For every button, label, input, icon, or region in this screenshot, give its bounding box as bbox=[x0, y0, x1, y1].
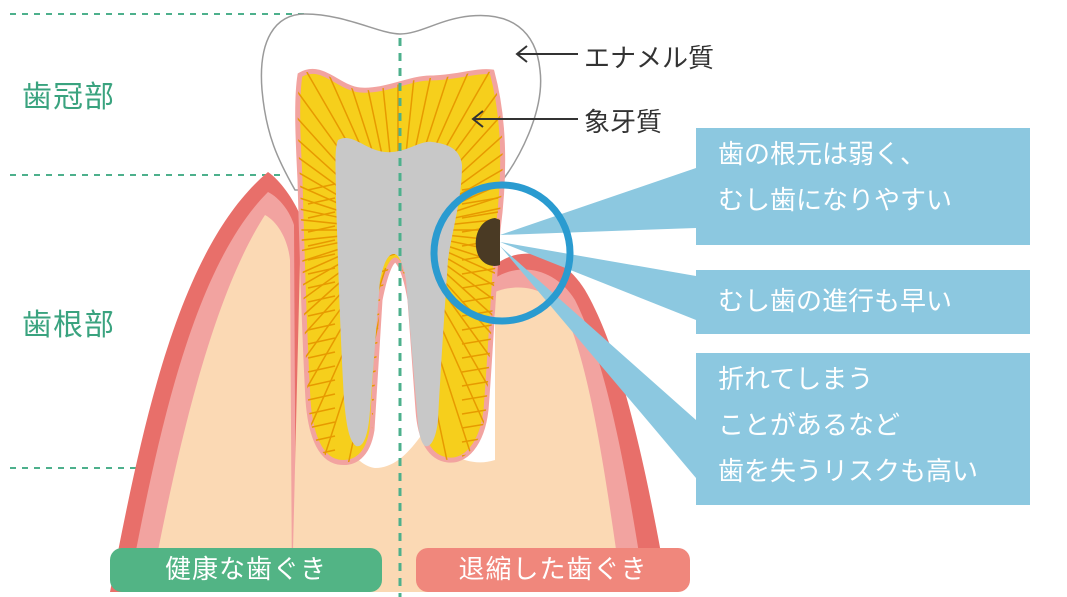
callout-weak-root: 歯の根元は弱く、 むし歯になりやすい bbox=[696, 128, 1030, 245]
dentin-tubule-line bbox=[307, 239, 336, 247]
inter-root-bone bbox=[292, 260, 495, 592]
root-region-label: 歯根部 bbox=[22, 308, 115, 343]
receded-bone bbox=[495, 287, 622, 592]
dentin-tubule-line bbox=[424, 259, 503, 454]
enamel-arrow bbox=[515, 45, 578, 63]
dentin-tubule-line bbox=[307, 407, 336, 415]
dentin-tubule-line bbox=[297, 249, 364, 381]
pulp-cavity bbox=[335, 137, 462, 447]
dentin-tubule-line bbox=[307, 337, 336, 345]
dentin-arrow bbox=[471, 110, 578, 128]
cavity-spot bbox=[475, 218, 500, 266]
dentin-tubule-line bbox=[371, 421, 396, 429]
dentin-tubule-line bbox=[401, 71, 431, 191]
dentin-label: 象牙質 bbox=[584, 108, 663, 138]
callout-line: 歯を失うリスクも高い bbox=[718, 457, 979, 487]
dentin-tubule-line bbox=[307, 393, 336, 401]
enamel-label: エナメル質 bbox=[584, 44, 715, 74]
dentin-tubule-line bbox=[461, 197, 499, 205]
dentin-tubule-line bbox=[461, 295, 499, 303]
callout-line: むし歯になりやすい bbox=[718, 186, 953, 216]
callout-line: むし歯の進行も早い bbox=[718, 287, 953, 317]
dentin-tubule-line bbox=[434, 107, 503, 215]
healthy-bone bbox=[150, 215, 292, 592]
callout-pointer-2 bbox=[500, 242, 696, 320]
dentin-tubule-line bbox=[307, 211, 336, 219]
dentin-tubule-line bbox=[307, 365, 336, 373]
dentin-tubule-line bbox=[434, 245, 503, 353]
callout-fast-progress: むし歯の進行も早い bbox=[696, 270, 1030, 334]
dentin-tubule-line bbox=[427, 256, 503, 432]
receded-gum-tag: 退縮した歯ぐき bbox=[416, 548, 690, 592]
callout-line: 折れてしまう bbox=[718, 365, 874, 395]
callout-pointer-1 bbox=[500, 168, 696, 235]
dentin-tubule-line bbox=[307, 379, 336, 387]
dentin-tubule-line bbox=[307, 351, 336, 359]
dentin-tubule-line bbox=[307, 183, 336, 191]
dentin-tubule-line bbox=[297, 166, 360, 223]
dentin-tubule-line bbox=[307, 281, 336, 289]
dentin-tubule-line bbox=[297, 71, 367, 208]
dentin-tubule-line bbox=[307, 253, 336, 261]
dentin-tubule-line bbox=[297, 136, 361, 219]
dentin-tubule-line bbox=[297, 237, 360, 294]
dentin-tubule-line bbox=[371, 449, 396, 457]
dentin-tubule-line bbox=[307, 267, 336, 275]
dentin-tubule-line bbox=[461, 267, 499, 275]
dentin-tubule-line bbox=[371, 435, 396, 443]
dentin-tubule-line bbox=[297, 233, 359, 263]
dentin-tubule-line bbox=[429, 252, 503, 407]
callout-line: ことがあるなど bbox=[718, 411, 901, 441]
callout-line: 歯の根元は弱く、 bbox=[718, 140, 927, 170]
dentin-tubule-line bbox=[307, 197, 336, 205]
dentin-tubule-line bbox=[297, 107, 362, 215]
dentin-tubule-line bbox=[297, 79, 364, 211]
highlight-ring bbox=[430, 181, 574, 325]
dentin-tubule-line bbox=[307, 309, 336, 317]
dentin-tubule-line bbox=[307, 421, 336, 429]
dentin-tubule-line bbox=[461, 211, 499, 219]
dentin-tubule-line bbox=[297, 245, 362, 353]
crown-region-label: 歯冠部 bbox=[22, 80, 115, 115]
dentin-tubule-line bbox=[297, 256, 369, 432]
dentin-tubule-line bbox=[307, 225, 336, 233]
dentin-tubule-line bbox=[297, 252, 367, 407]
dentin-tubule-line bbox=[461, 281, 499, 289]
dentin-tubule-line bbox=[429, 71, 503, 208]
dentin-tubule-line bbox=[334, 71, 391, 192]
callout-tooth-loss: 折れてしまう ことがあるなど 歯を失うリスクも高い bbox=[696, 353, 1030, 505]
dentin-tubule-line bbox=[432, 249, 503, 381]
healthy-gum-tag: 健康な歯ぐき bbox=[110, 548, 382, 592]
dentin-tubule-line bbox=[435, 136, 503, 219]
dentin-tubule-line bbox=[435, 241, 503, 324]
dentin-tubule-line bbox=[307, 295, 336, 303]
dentin-tubule-line bbox=[297, 241, 361, 324]
dentin-tubule-line bbox=[297, 197, 359, 227]
dentin-tubule-line bbox=[436, 166, 503, 223]
dentin-tubule-line bbox=[307, 323, 336, 331]
dentin-tubule-line bbox=[437, 197, 503, 227]
dentin-tubule-line bbox=[365, 71, 395, 191]
